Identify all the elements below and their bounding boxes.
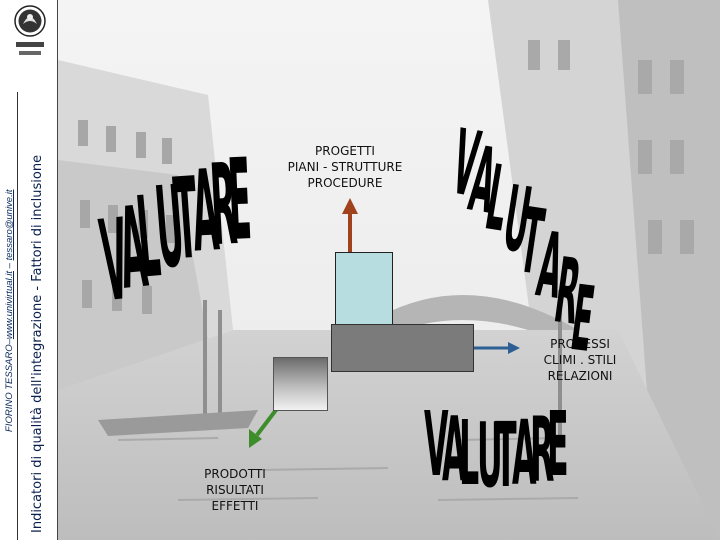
label-processi-line2: CLIMI . STILI [543,353,617,367]
sidebar-divider-left [17,92,18,540]
box-prodotti [273,357,328,411]
label-progetti-line2: PIANI - STRUTTURE [287,160,403,174]
sidebar-divider-right [57,0,58,540]
sidebar: FIORINO TESSARO–www.univirtual.it – tess… [0,0,58,540]
label-prodotti: PRODOTTI RISULTATI EFFETTI [185,466,285,514]
email-link[interactable]: tessaro@unive.it [4,189,15,261]
author-name: FIORINO TESSARO– [4,339,15,432]
valutare-letter: A [441,398,467,503]
author-credit: FIORINO TESSARO–www.univirtual.it – tess… [4,190,15,432]
valutare-word-right: VALUTARE [445,111,599,374]
valutare-letter: V [424,392,449,497]
arrow-right-head [508,342,520,354]
valutare-word-bottom: VALUTARE [424,400,569,500]
label-progetti-line3: PROCEDURE [307,176,383,190]
valutare-letter: A [512,401,537,506]
univirtual-link[interactable]: www.univirtual.it [4,270,15,340]
label-prodotti-line2: RISULTATI [206,483,264,497]
label-progetti: PROGETTI PIANI - STRUTTURE PROCEDURE [270,143,420,191]
label-prodotti-line3: EFFETTI [211,499,259,513]
slide-title: Indicatori di qualità dell'integrazione … [30,154,45,533]
box-processi [331,324,474,372]
valutare-letter: T [494,403,517,508]
arrow-down-head [249,429,262,448]
valutare-letter: L [459,401,480,506]
credit-separator: – [4,260,15,271]
valutare-letter: E [547,392,570,497]
venice-canal-photo [58,0,720,540]
label-progetti-line1: PROGETTI [315,144,375,158]
valutare-letter: U [476,403,503,508]
ca-foscari-logo [14,5,46,55]
label-prodotti-line1: PRODOTTI [204,467,266,481]
label-processi-line1: PROCESSI [550,337,610,351]
arrow-down [255,408,278,437]
label-processi: PROCESSI CLIMI . STILI RELAZIONI [525,336,635,384]
valutare-word-left: VALUTARE [95,137,254,328]
arrow-up-head [342,198,358,214]
valutare-letter: R [529,398,555,503]
box-progetti [335,252,393,325]
label-processi-line3: RELAZIONI [547,369,613,383]
